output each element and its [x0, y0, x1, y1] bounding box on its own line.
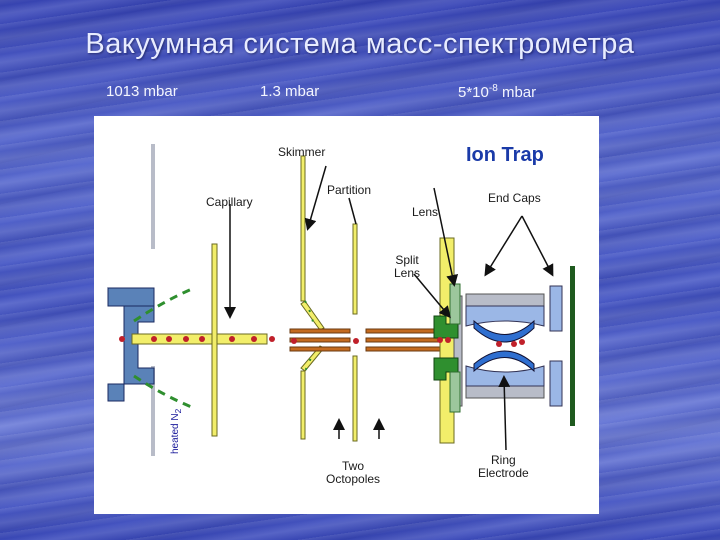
label-end-caps: End Caps: [488, 191, 541, 205]
label-capillary: Capillary: [206, 195, 253, 209]
diagram-panel: Skimmer Ion Trap Partition Capillary Len…: [94, 116, 599, 514]
label-heated-n2: heated N2: [170, 408, 183, 454]
label-skimmer: Skimmer: [278, 145, 326, 159]
label-partition: Partition: [327, 183, 372, 197]
inlet-wall-bottom: [151, 366, 155, 456]
label-lens: Lens: [412, 205, 439, 219]
inlet-wall-top: [151, 144, 155, 249]
slide-title: Вакуумная система масс-спектрометра: [85, 28, 635, 60]
pressure-high-vacuum: 5*10-8 mbar: [458, 83, 537, 101]
pressure-intermediate: 1.3 mbar: [260, 83, 320, 100]
octopoles: [289, 328, 447, 352]
pressure-atmospheric: 1013 mbar: [106, 83, 178, 100]
inlet-block: [107, 287, 155, 402]
mass-spec-schematic: [107, 144, 575, 456]
label-ion-trap: Ion Trap: [466, 144, 544, 166]
ion-stream: [119, 336, 525, 347]
capillary-plate: [211, 243, 218, 437]
